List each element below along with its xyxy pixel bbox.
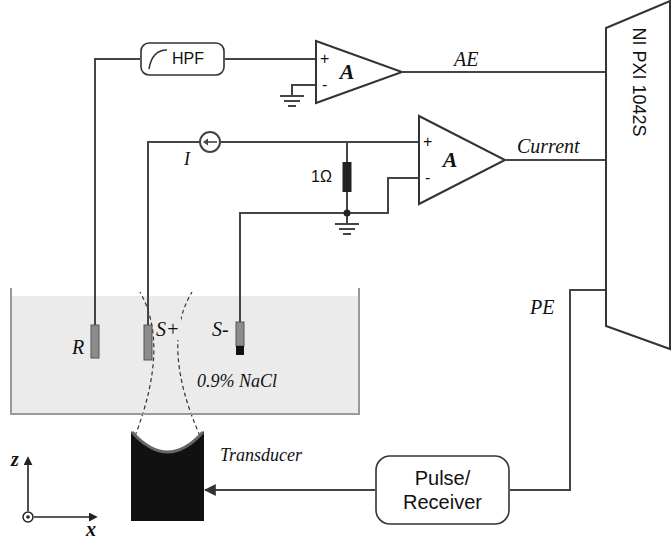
axis-arrow: [34, 516, 96, 518]
current-symbol: I: [184, 150, 190, 170]
signal-name: Current: [515, 135, 582, 157]
pulser-name: Pulse/ Receiver: [393, 466, 493, 514]
filter-name: HPF: [172, 50, 204, 68]
signal-wire: [510, 290, 605, 490]
signal-name: PE: [528, 296, 556, 318]
junction-dot: [344, 210, 351, 217]
amplifier-name: A: [443, 148, 458, 172]
signal-wire: [205, 489, 375, 491]
amplifier-outline: [316, 41, 402, 103]
current-source-symbol: [200, 132, 220, 152]
signal-name: AE: [452, 48, 480, 70]
electrode-rod: [144, 325, 152, 360]
signal-wire: [225, 58, 315, 60]
axis-origin: [23, 512, 33, 522]
input-sign: -: [322, 76, 327, 94]
resistor-symbol: [343, 162, 352, 192]
wire: [240, 213, 347, 322]
amplifier-symbol: A: [418, 115, 506, 205]
pulser-box: Pulse/ Receiver: [375, 455, 510, 525]
electrode-rod: [236, 322, 244, 346]
current-source-arrow: [203, 139, 208, 146]
highpass-symbol: [149, 50, 167, 69]
wire: [95, 59, 140, 325]
wire: [148, 142, 200, 325]
electrode-tip: [236, 346, 244, 355]
electrode-rod: [91, 325, 99, 358]
input-sign: -: [425, 169, 430, 187]
wire: [220, 141, 418, 143]
axis-origin: [26, 515, 30, 519]
signal-wire: [403, 71, 605, 73]
axis-label: z: [11, 448, 19, 470]
transducer-label: Transducer: [220, 446, 302, 466]
box-outline: [141, 43, 224, 75]
chassis-outline: [606, 1, 670, 349]
transducer-body: [131, 431, 204, 521]
medium-label: 0.9% NaCl: [195, 372, 279, 392]
instrument-name: NI PXI 1042S: [628, 27, 648, 136]
filter-box: HPF: [140, 42, 225, 76]
signal-wire: [506, 159, 605, 161]
electrode-label: S-: [211, 318, 230, 340]
amplifier-name: A: [340, 60, 355, 84]
wire: [292, 85, 315, 96]
amplifier-symbol-shape: [418, 115, 506, 205]
daq-chassis: NI PXI 1042S: [605, 0, 671, 350]
amplifier-outline: [419, 116, 505, 204]
box-outline: [376, 456, 509, 524]
axis-label: x: [86, 519, 96, 539]
ground-symbol: [335, 224, 359, 234]
electrode-label: R: [72, 336, 84, 358]
input-sign: +: [320, 50, 329, 68]
ultrasound-transducer: Transducer: [130, 430, 205, 522]
saline-tank-shape: [10, 288, 360, 416]
ultrasound-transducer-shape: [130, 430, 205, 522]
wire: [347, 178, 418, 224]
amplifier-symbol-shape: [315, 40, 403, 104]
saline-tank: 0.9% NaCl: [10, 288, 360, 416]
pulser-box-shape: [375, 455, 510, 525]
resistor-value: 1Ω: [311, 168, 332, 186]
tank-outline: [11, 288, 359, 414]
ground-symbol: [280, 96, 304, 106]
transducer-face: [132, 432, 203, 452]
input-sign: +: [423, 133, 432, 151]
amplifier-symbol: A: [315, 40, 403, 104]
axis-arrow: [27, 458, 29, 511]
electrode-label: S+: [155, 318, 181, 340]
